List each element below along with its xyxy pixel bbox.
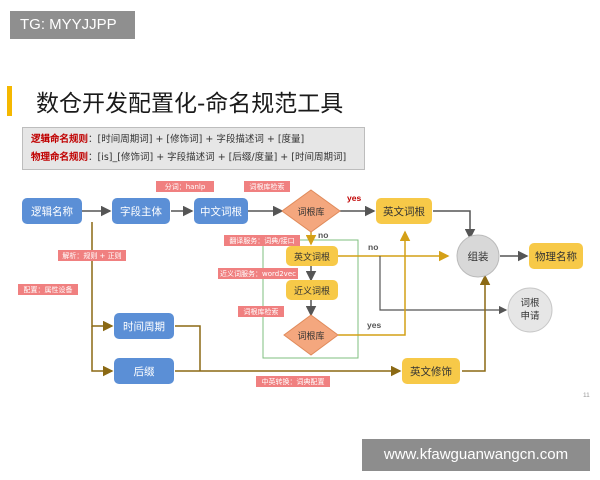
annotation-labels: 分词：hanlp 词根库检索 解析：规则 + 正则 配置：属性设备 翻译服务：词… xyxy=(18,181,330,387)
page-number: 11 xyxy=(583,392,590,399)
node-english-word-label: 英文词根 xyxy=(294,251,330,263)
label-root-lib-search-bg xyxy=(238,306,284,317)
node-chinese-root-label: 中文词根 xyxy=(200,205,242,218)
label-parse-bg xyxy=(58,250,126,261)
node-chinese-root xyxy=(194,198,248,224)
label-translate: 翻译服务：词典/接口 xyxy=(229,236,294,245)
blue-nodes: 逻辑名称 字段主体 中文词根 时间周期 后缀 xyxy=(22,198,248,384)
edge-time-down xyxy=(175,325,201,371)
node-english-modifier xyxy=(402,358,460,384)
logic-rule: 逻辑命名规则：[时间周期词] + [修饰词] + 字段描述词 + [度量] xyxy=(31,131,356,149)
circle-apply-root xyxy=(507,287,553,333)
diamond-root-lib-2 xyxy=(283,314,339,356)
label-cn-en-bg xyxy=(256,376,330,387)
label-translate-bg xyxy=(224,235,300,246)
node-time-period-label: 时间周期 xyxy=(123,320,165,333)
label-cn-en: 中英转换：词典配置 xyxy=(262,377,325,386)
label-yes-1: yes xyxy=(347,193,361,203)
node-physical-name-label: 物理名称 xyxy=(535,250,577,263)
edges xyxy=(82,205,529,377)
diamond-root-lib-1-label: 词根库 xyxy=(297,206,324,218)
node-english-root xyxy=(376,198,432,224)
node-logic-name xyxy=(22,198,82,224)
node-english-word xyxy=(286,246,338,266)
edge-logic-to-suffix xyxy=(91,326,114,377)
watermark: www.kfawguanwangcn.com xyxy=(362,439,590,471)
logic-rule-text: ：[时间周期词] + [修饰词] + 字段描述词 + [度量] xyxy=(88,134,305,145)
label-segment-bg xyxy=(156,181,214,192)
label-config-bg xyxy=(18,284,78,295)
page-title: 数仓开发配置化-命名规范工具 xyxy=(36,91,344,117)
label-no-1: no xyxy=(318,230,328,240)
label-config: 配置：属性设备 xyxy=(24,285,73,294)
circle-assemble xyxy=(456,234,500,278)
diamond-root-lib-1 xyxy=(281,189,341,233)
edge-english-to-assemble xyxy=(433,210,476,240)
title-accent-bar xyxy=(7,86,12,116)
logic-rule-label: 逻辑命名规则 xyxy=(31,134,89,145)
node-logic-name-label: 逻辑名称 xyxy=(31,205,73,218)
circle-assemble-label: 组装 xyxy=(468,250,489,263)
node-field-subject xyxy=(112,198,170,224)
node-english-modifier-label: 英文修饰 xyxy=(410,365,452,378)
circle-apply-root-line1: 词根 xyxy=(520,297,540,309)
label-synonym-service-bg xyxy=(218,268,298,279)
label-yes-2: yes xyxy=(367,320,381,330)
label-root-search: 词根库检索 xyxy=(250,182,285,191)
edge-rootlib2-yes xyxy=(338,230,411,336)
node-suffix xyxy=(114,358,174,384)
node-suffix-label: 后缀 xyxy=(134,365,155,378)
node-english-root-label: 英文词根 xyxy=(383,205,425,218)
node-synonym-root xyxy=(286,280,338,300)
label-parse: 解析：规则 + 正则 xyxy=(62,251,121,260)
edge-modifier-to-assemble xyxy=(462,274,491,372)
label-no-2: no xyxy=(368,242,378,252)
tag-label: TG: MYYJJPP xyxy=(10,11,135,39)
circle-apply-root-line2: 申请 xyxy=(520,310,540,322)
node-synonym-root-label: 近义词根 xyxy=(294,285,330,297)
node-physical-name xyxy=(529,243,583,269)
physical-rule: 物理命名规则：[is]_[修饰词] + 字段描述词 + [后缀/度量] + [时… xyxy=(31,149,356,167)
label-root-lib-search: 词根库检索 xyxy=(244,307,279,316)
edge-logic-to-time xyxy=(91,222,114,332)
yellow-nodes: 英文词根 物理名称 英文词根 近义词根 英文修饰 xyxy=(286,198,583,384)
physical-rule-text: ：[is]_[修饰词] + 字段描述词 + [后缀/度量] + [时间周期词] xyxy=(88,152,347,163)
label-root-search-bg xyxy=(244,181,290,192)
node-time-period xyxy=(114,313,174,339)
edge-no-to-apply xyxy=(379,256,508,315)
diamond-root-lib-2-label: 词根库 xyxy=(297,330,324,342)
label-segment: 分词：hanlp xyxy=(165,182,206,191)
naming-rules-box: 逻辑命名规则：[时间周期词] + [修饰词] + 字段描述词 + [度量] 物理… xyxy=(22,127,365,170)
node-field-subject-label: 字段主体 xyxy=(120,205,162,218)
physical-rule-label: 物理命名规则 xyxy=(31,152,89,163)
label-synonym-service: 近义词服务：word2vec xyxy=(220,269,296,278)
